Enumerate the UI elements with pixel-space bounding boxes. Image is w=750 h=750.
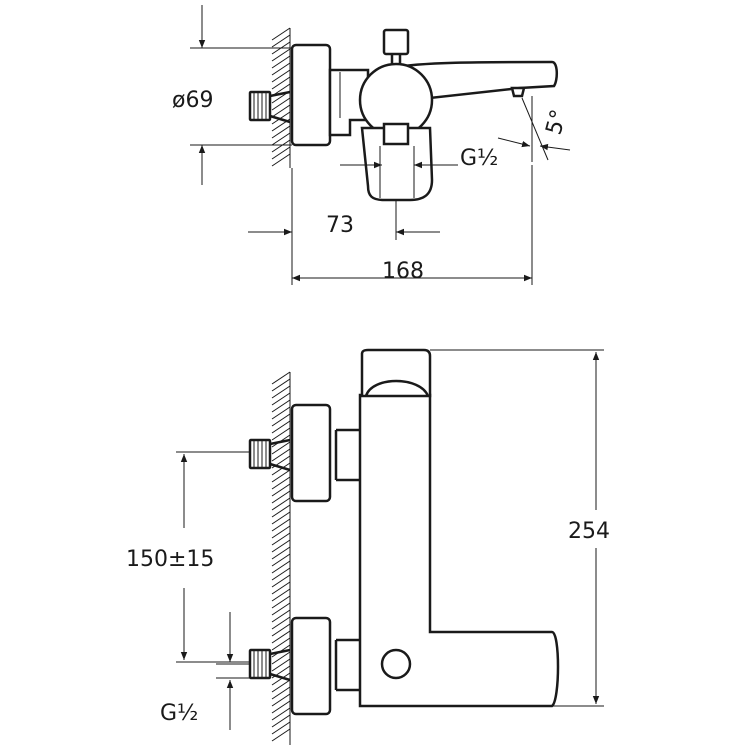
top-spout — [389, 60, 558, 100]
wall-hatch-line — [271, 490, 291, 504]
wall-hatch-line — [271, 153, 291, 167]
wall-hatch-line — [271, 728, 291, 742]
wall-hatch-line — [271, 581, 291, 595]
width-168-label: 168 — [382, 259, 424, 284]
wall-hatch-line — [271, 462, 291, 476]
dim-angle — [497, 96, 571, 162]
wall-hatch-line — [271, 637, 291, 651]
wall-hatch-line — [271, 34, 291, 48]
wall-hatch-line — [271, 588, 291, 602]
wall-hatch-line — [271, 511, 291, 525]
wall-hatch-line — [271, 441, 291, 455]
top-wall — [271, 27, 291, 168]
wall-hatch-line — [271, 48, 291, 62]
front-top-handle — [360, 348, 432, 398]
wall-hatch-line — [271, 413, 291, 427]
wall-hatch-line — [271, 55, 291, 69]
wall-hatch-line — [271, 567, 291, 581]
wall-hatch-line — [271, 76, 291, 90]
top-body — [328, 68, 370, 137]
wall-hatch-line — [271, 378, 291, 392]
wall-hatch-line — [271, 560, 291, 574]
wall-hatch-line — [271, 406, 291, 420]
wall-hatch-line — [271, 693, 291, 707]
wall-hatch-line — [271, 700, 291, 714]
wall-hatch-line — [271, 574, 291, 588]
front-lower-escutcheon — [290, 616, 332, 716]
wall-hatch-line — [271, 476, 291, 490]
wall-hatch-line — [271, 609, 291, 623]
wall-hatch-line — [271, 707, 291, 721]
dim-diameter — [190, 5, 292, 185]
wall-hatch-line — [271, 504, 291, 518]
thread-label-top: G½ — [460, 146, 498, 171]
wall-hatch-line — [271, 27, 291, 41]
wall-hatch-line — [271, 539, 291, 553]
dim-168 — [292, 165, 533, 285]
wall-hatch-line — [271, 679, 291, 693]
dim-height — [430, 349, 604, 707]
dim-thread-front — [216, 612, 250, 730]
wall-hatch-line — [271, 139, 291, 153]
front-upper-inlet — [248, 438, 291, 472]
wall-hatch-line — [271, 532, 291, 546]
wall-hatch-line — [271, 392, 291, 406]
wall-hatch-line — [271, 125, 291, 139]
wall-hatch-line — [271, 104, 291, 118]
wall-hatch-line — [271, 497, 291, 511]
wall-hatch-line — [271, 616, 291, 630]
wall-hatch-line — [271, 518, 291, 532]
front-wall — [271, 371, 291, 745]
wall-hatch-line — [271, 385, 291, 399]
spacing-label: 150±15 — [126, 547, 214, 572]
wall-hatch-line — [271, 371, 291, 385]
wall-hatch-line — [271, 546, 291, 560]
wall-hatch-line — [271, 469, 291, 483]
wall-hatch-line — [271, 651, 291, 665]
wall-hatch-line — [271, 595, 291, 609]
top-inlet-fitting — [248, 90, 291, 124]
wall-hatch-line — [271, 602, 291, 616]
top-diverter-knob — [382, 28, 410, 66]
wall-hatch-line — [271, 623, 291, 637]
front-body — [334, 393, 560, 708]
wall-hatch-line — [271, 62, 291, 76]
wall-hatch-line — [271, 714, 291, 728]
wall-hatch-line — [271, 69, 291, 83]
front-view: 150±15 254 G½ — [126, 348, 610, 745]
wall-hatch-line — [271, 399, 291, 413]
dim-spacing — [176, 451, 250, 663]
wall-hatch-line — [271, 672, 291, 686]
thread-label-front: G½ — [160, 701, 198, 726]
top-escutcheon — [290, 43, 332, 147]
front-lower-inlet — [248, 648, 291, 682]
front-diverter-knob — [380, 648, 412, 680]
height-label: 254 — [568, 519, 610, 544]
wall-hatch-line — [271, 448, 291, 462]
wall-hatch-line — [271, 686, 291, 700]
wall-hatch-line — [271, 721, 291, 735]
dim-73 — [248, 168, 440, 285]
wall-hatch-line — [271, 483, 291, 497]
wall-hatch-line — [271, 553, 291, 567]
wall-hatch-line — [271, 658, 291, 672]
wall-hatch-line — [271, 630, 291, 644]
front-upper-escutcheon — [290, 403, 332, 503]
width-73-label: 73 — [326, 213, 354, 238]
wall-hatch-line — [271, 97, 291, 111]
wall-hatch-line — [271, 525, 291, 539]
wall-hatch-line — [271, 427, 291, 441]
diameter-label: ø69 — [172, 88, 213, 113]
wall-hatch-line — [271, 146, 291, 160]
angle-label: 5° — [542, 107, 573, 138]
top-view: ø69 G½ 5° 73 168 — [172, 5, 572, 285]
top-shower-outlet — [360, 122, 434, 202]
wall-hatch-line — [271, 420, 291, 434]
wall-hatch-line — [271, 132, 291, 146]
